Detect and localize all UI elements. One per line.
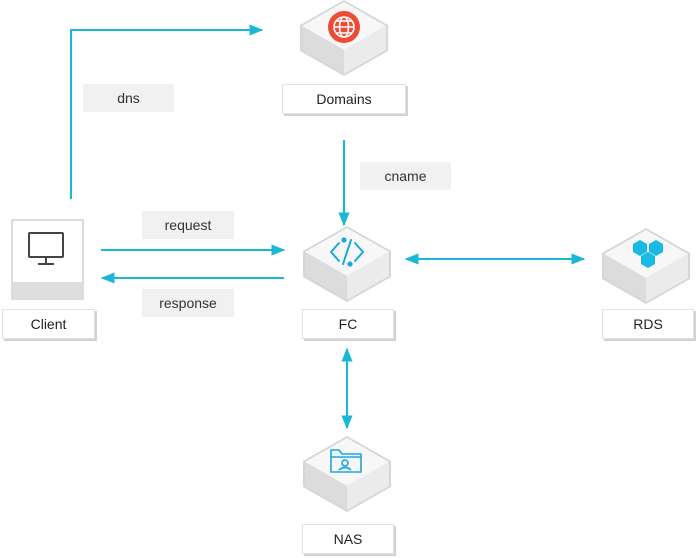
request-edge-label: request — [142, 211, 234, 239]
dns-edge-label: dns — [83, 84, 174, 112]
rds-label: RDS — [602, 309, 694, 339]
function-compute-icon — [330, 237, 364, 267]
database-cluster-icon — [633, 240, 663, 268]
nas-label: NAS — [302, 524, 394, 554]
rds-node[interactable] — [602, 228, 690, 304]
client-device[interactable] — [11, 219, 84, 300]
globe-icon — [328, 11, 360, 43]
shared-folder-icon — [330, 449, 362, 473]
client-label: Client — [2, 309, 95, 339]
dns-connector — [70, 24, 264, 199]
connectors — [70, 24, 586, 430]
fc-node[interactable] — [303, 226, 391, 302]
nas-node[interactable] — [303, 436, 391, 512]
monitor-icon — [28, 232, 64, 265]
domains-label: Domains — [282, 84, 406, 114]
cname-edge-label: cname — [360, 162, 451, 190]
fc-label: FC — [302, 309, 394, 339]
domains-node[interactable] — [300, 0, 388, 76]
response-edge-label: response — [142, 289, 234, 317]
